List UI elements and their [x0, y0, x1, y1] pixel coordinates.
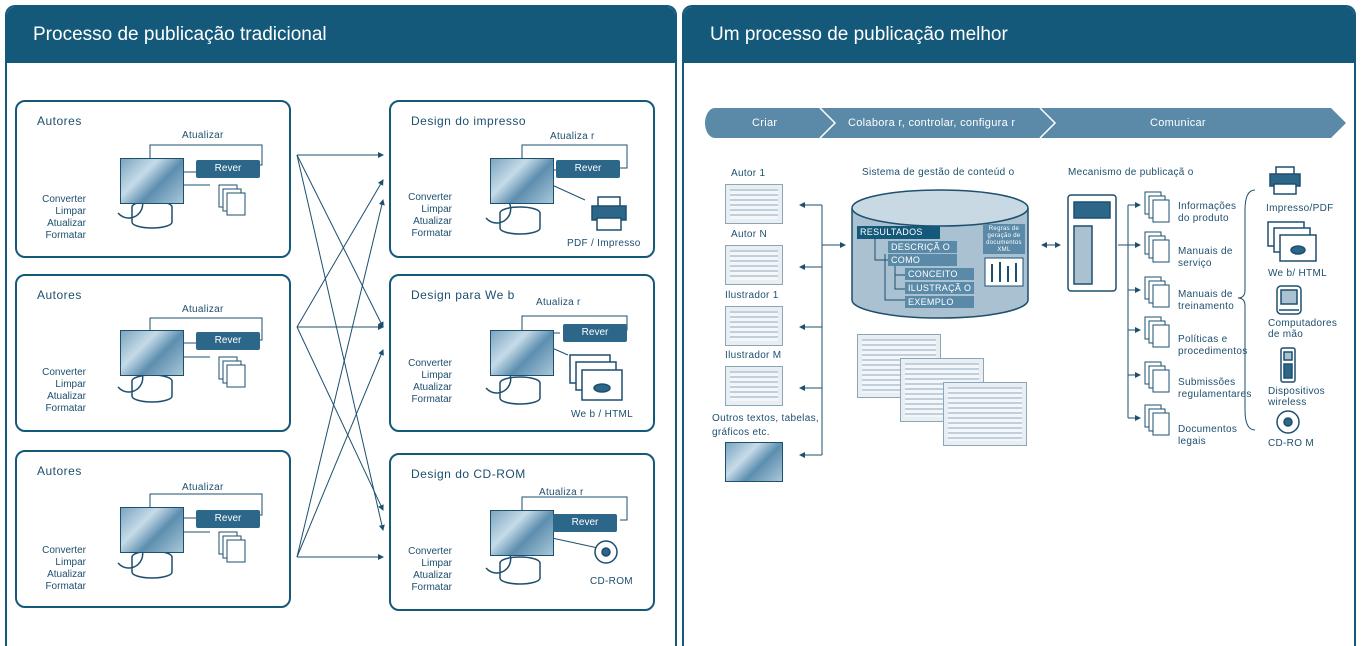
source-label: Autor N [731, 229, 768, 240]
tree-node: COMO [888, 254, 957, 266]
review-step: Rever [553, 514, 617, 532]
source-thumbnail [725, 366, 783, 406]
rules-label: Regras de geração de documentos XML [986, 226, 1022, 253]
box-title: Design do impresso [411, 114, 527, 128]
cd-icon [594, 540, 618, 564]
process-step: Comunicar [1150, 117, 1206, 129]
typing-photo [120, 507, 184, 553]
source-label: Ilustrador 1 [725, 290, 779, 301]
typing-photo [120, 330, 184, 376]
document-label: Políticas e procedimentos [1178, 334, 1248, 357]
panel-title: Processo de publicação tradicional [7, 7, 675, 63]
output-label: We b / HTML [571, 409, 634, 420]
update-label: Atualiza r [550, 131, 595, 142]
review-step: Rever [196, 160, 260, 178]
document-label: Documentos legais [1178, 424, 1238, 447]
typing-photo [490, 330, 554, 376]
update-label: Atualiza r [536, 297, 581, 308]
review-step: Rever [563, 324, 627, 342]
document-label: Manuais de serviço [1178, 246, 1233, 269]
typing-photo [120, 158, 184, 204]
output-label: Dispositivos wireless [1268, 386, 1325, 408]
tree-node: RESULTADOS [857, 226, 940, 239]
output-label: PDF / Impresso [567, 238, 641, 249]
tree-node: CONCEITO [905, 268, 974, 280]
author-box: Autores [15, 274, 291, 432]
source-label: Autor 1 [731, 168, 766, 179]
review-step: Rever [196, 332, 260, 350]
output-label: We b/ HTML [1268, 268, 1327, 279]
box-title: Design para We b [411, 288, 515, 302]
web-pages-icon [1267, 221, 1317, 262]
source-label: Outros textos, tabelas, gráficos etc. [712, 413, 819, 438]
engine-title: Mecanismo de publicaçã o [1068, 167, 1194, 178]
printer-icon [591, 196, 627, 231]
output-label: Impresso/PDF [1266, 203, 1334, 214]
review-step: Rever [556, 160, 620, 178]
handheld-icon [1276, 285, 1302, 315]
box-title: Autores [37, 288, 82, 302]
better-process-panel: Um processo de publicação melhor [682, 5, 1356, 646]
update-label: Atualizar [182, 130, 224, 141]
source-thumbnail [725, 245, 783, 285]
document-label: Manuais de treinamento [1178, 289, 1235, 312]
box-title: Design do CD-ROM [411, 467, 526, 481]
tree-node: EXEMPLO [905, 296, 974, 308]
publishing-engine-icon [1067, 194, 1117, 292]
tree-node: DESCRIÇÃ O [888, 241, 957, 253]
cd-icon [1276, 410, 1300, 434]
screenshot-thumbnail [943, 382, 1027, 446]
update-label: Atualiza r [539, 487, 584, 498]
typing-photo [490, 158, 554, 204]
traditional-process-panel: Processo de publicação tradicional [5, 5, 677, 646]
source-label: Ilustrador M [725, 350, 782, 361]
typing-photo [490, 510, 554, 556]
document-label: Informações do produto [1178, 201, 1237, 224]
box-title: Autores [37, 114, 82, 128]
source-photo [725, 442, 783, 482]
cms-title: Sistema de gestão de conteúd o [862, 167, 1015, 178]
output-label: Computadores de mão [1268, 318, 1338, 340]
process-step: Colabora r, controlar, configura r [848, 117, 1016, 129]
box-title: Autores [37, 464, 82, 478]
phone-icon [1280, 347, 1296, 383]
output-label: CD-ROM [590, 576, 633, 587]
process-step: Criar [752, 117, 778, 129]
source-thumbnail [725, 184, 783, 224]
source-thumbnail [725, 306, 783, 346]
update-label: Atualizar [182, 482, 224, 493]
review-step: Rever [196, 510, 260, 528]
web-pages-icon [569, 354, 623, 401]
printer-icon [1269, 166, 1301, 195]
document-label: Submissões regulamentares [1178, 377, 1252, 400]
panel-title: Um processo de publicação melhor [684, 7, 1354, 63]
update-label: Atualizar [182, 304, 224, 315]
output-label: CD-RO M [1268, 438, 1314, 449]
tree-node: ILUSTRAÇÃ O [905, 282, 974, 294]
